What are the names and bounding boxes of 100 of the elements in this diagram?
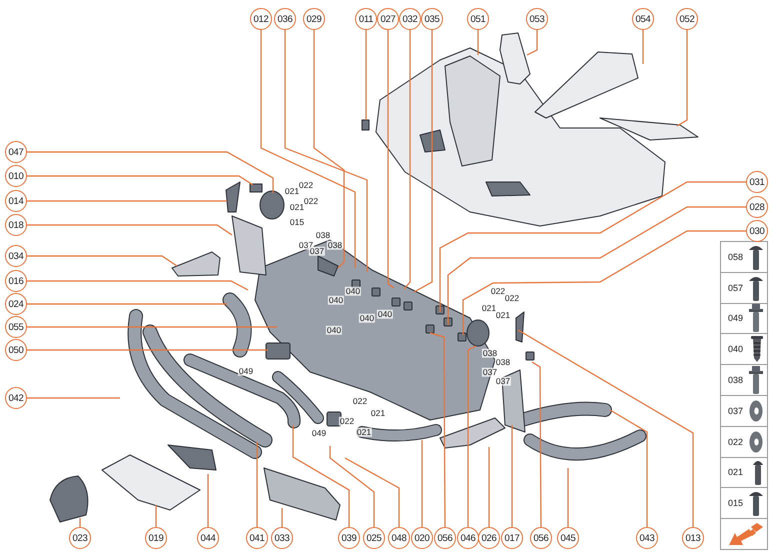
part-number-label: 040 <box>376 310 394 318</box>
part-number: 015 <box>728 498 744 508</box>
part-number-label: 037 <box>494 376 512 386</box>
callout-number: 019 <box>145 527 167 549</box>
part-number-label: 040 <box>344 286 362 296</box>
leader-line <box>642 30 644 64</box>
part-number-label: 037 <box>482 368 498 376</box>
leader-line <box>27 349 268 351</box>
part-number-label: 021 <box>284 186 300 196</box>
part-number: 021 <box>728 467 744 478</box>
callout-number: 014 <box>5 190 27 212</box>
leader-line <box>27 224 232 236</box>
callout-number: 051 <box>467 8 489 30</box>
part-number-label: 021 <box>494 310 512 320</box>
part-number-label: 022 <box>298 180 314 190</box>
part-number: 057 <box>728 282 744 293</box>
callout-number: 046 <box>457 527 479 549</box>
part-number-label: 040 <box>326 326 342 334</box>
callout-number: 017 <box>501 527 523 549</box>
leader-line <box>284 30 368 272</box>
leader-line <box>414 30 433 293</box>
callout-number: 042 <box>5 387 27 409</box>
part-number-label: 022 <box>352 396 368 406</box>
leader-line <box>27 200 227 202</box>
callout-number: 044 <box>197 527 219 549</box>
callout-number: 041 <box>246 527 268 549</box>
part-number-label: 022 <box>338 416 356 426</box>
callout-number: 030 <box>746 220 768 242</box>
leader-line <box>439 181 746 312</box>
callout-number: 025 <box>363 527 385 549</box>
part-number: 049 <box>728 313 744 324</box>
leader-line <box>567 468 569 527</box>
callout-number: 035 <box>421 8 443 30</box>
part-number-label: 037 <box>308 246 326 256</box>
part-number-label: 022 <box>302 196 320 206</box>
part-number-label: 021 <box>288 202 306 212</box>
part-number-label: 049 <box>310 428 328 438</box>
callout-number: 039 <box>338 527 360 549</box>
leader-line <box>477 30 479 55</box>
callout-number: 013 <box>682 527 704 549</box>
part-number-label: 038 <box>314 230 332 240</box>
callout-number: 026 <box>478 527 500 549</box>
leader-line <box>27 255 178 266</box>
callout-number: 032 <box>399 8 421 30</box>
leader-line <box>27 280 248 291</box>
callout-number: 050 <box>5 339 27 361</box>
callout-number: 056 <box>530 527 552 549</box>
callout-number: 031 <box>746 171 768 193</box>
part-number-label: 022 <box>490 286 506 296</box>
part-number-label: 038 <box>482 348 498 358</box>
leader-line <box>329 446 375 527</box>
part-number: 040 <box>728 344 744 354</box>
callout-number: 023 <box>69 527 91 549</box>
callout-number: 047 <box>5 141 27 163</box>
leader-line <box>676 30 688 127</box>
leader-line <box>387 30 394 288</box>
leader-line <box>292 425 350 527</box>
part-number: 037 <box>728 406 744 416</box>
callout-number: 027 <box>377 8 399 30</box>
leader-line <box>430 332 446 527</box>
leader-line <box>488 447 490 527</box>
leader-line <box>421 440 423 527</box>
part-number-label: 038 <box>326 240 344 250</box>
part-number: 022 <box>728 436 744 447</box>
leader-line <box>260 30 356 268</box>
leader-line <box>27 397 120 399</box>
part-number-label: 022 <box>504 294 520 302</box>
part-number-label: 038 <box>494 358 512 366</box>
callout-number: 012 <box>250 8 272 30</box>
leader-line <box>447 206 746 325</box>
callout-number: 024 <box>5 293 27 315</box>
leader-line <box>281 508 283 527</box>
callout-number: 018 <box>5 214 27 236</box>
part-number-label: 021 <box>480 304 498 312</box>
leader-line <box>344 457 400 527</box>
part-number-label: 021 <box>370 408 386 418</box>
callout-number: 056 <box>434 527 456 549</box>
part-number-label: 040 <box>358 314 376 322</box>
callout-number: 043 <box>636 527 658 549</box>
part-number-label: 049 <box>238 366 254 376</box>
leader-line <box>365 30 367 120</box>
callout-number: 045 <box>557 527 579 549</box>
leader-line <box>462 230 746 335</box>
callout-number: 055 <box>5 316 27 338</box>
leader-line <box>313 30 345 268</box>
leader-line <box>532 362 542 527</box>
callout-number: 010 <box>5 165 27 187</box>
callout-number: 052 <box>676 8 698 30</box>
part-number-label: 015 <box>288 218 306 226</box>
part-number-label: 021 <box>356 428 372 436</box>
leader-line <box>526 30 538 56</box>
leader-line <box>467 345 476 527</box>
leader-line <box>207 474 209 527</box>
leader-line <box>511 425 513 527</box>
part-number-label: 037 <box>298 240 314 250</box>
part-number: 058 <box>728 252 744 262</box>
leader-line <box>27 326 277 328</box>
callout-number: 011 <box>355 8 377 30</box>
leader-line <box>610 409 648 527</box>
leader-line <box>27 303 227 305</box>
